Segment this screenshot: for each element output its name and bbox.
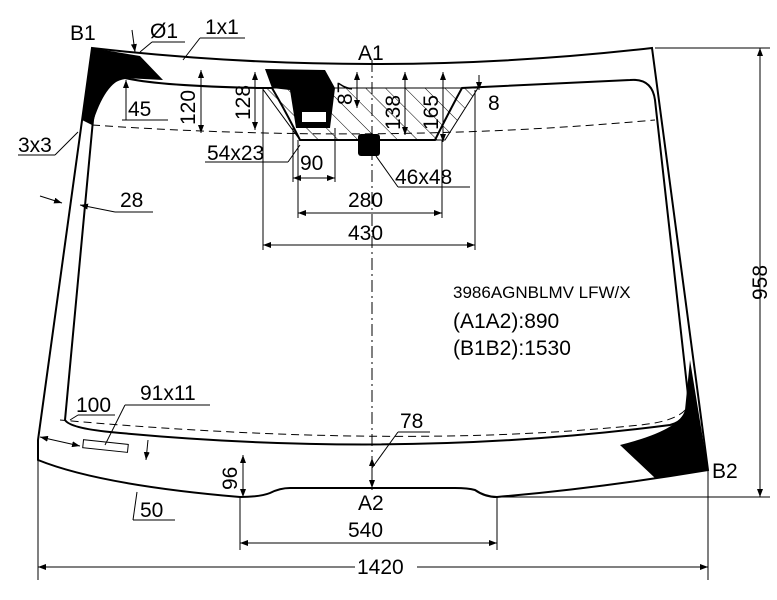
black-band-left bbox=[82, 48, 163, 125]
dim-958: 958 bbox=[749, 265, 772, 300]
dim-280: 280 bbox=[348, 189, 383, 212]
dim-430: 430 bbox=[348, 222, 383, 245]
dim-540: 540 bbox=[348, 519, 383, 542]
dim-91x11: 91x11 bbox=[140, 382, 196, 405]
sensor-block bbox=[358, 134, 380, 156]
dim-138: 138 bbox=[382, 95, 405, 130]
dim-3x3: 3x3 bbox=[18, 134, 52, 157]
vin-window bbox=[82, 439, 129, 453]
dimension-lines bbox=[18, 29, 770, 580]
black-band-right bbox=[620, 360, 708, 478]
dim-1420: 1420 bbox=[357, 556, 404, 579]
dim-100: 100 bbox=[76, 394, 111, 417]
dim-165: 165 bbox=[420, 95, 443, 130]
dim-96: 96 bbox=[219, 467, 242, 490]
b1b2-distance: (B1B2):1530 bbox=[453, 337, 571, 360]
point-b2: B2 bbox=[712, 460, 738, 483]
dim-corner: 1x1 bbox=[205, 16, 239, 39]
dim-128: 128 bbox=[232, 85, 255, 120]
dim-8: 8 bbox=[488, 92, 500, 115]
mirror-window bbox=[302, 112, 326, 122]
dim-78: 78 bbox=[400, 410, 423, 433]
dashed-edge bbox=[59, 119, 691, 437]
dim-46x48: 46x48 bbox=[395, 166, 452, 189]
a1a2-distance: (A1A2):890 bbox=[453, 310, 559, 333]
dim-45: 45 bbox=[128, 98, 151, 121]
dim-hole: Ø1 bbox=[150, 20, 178, 43]
point-a2: A2 bbox=[358, 492, 384, 515]
point-b1: B1 bbox=[70, 22, 96, 45]
dim-54x23: 54x23 bbox=[207, 142, 264, 165]
part-code: 3986AGNBLMV LFW/X bbox=[453, 283, 631, 302]
dim-120: 120 bbox=[177, 90, 200, 125]
glass-outline bbox=[37, 46, 710, 499]
dim-50: 50 bbox=[140, 499, 163, 522]
dim-90: 90 bbox=[300, 152, 323, 175]
dim-87: 87 bbox=[334, 82, 357, 105]
dim-28: 28 bbox=[120, 189, 143, 212]
point-a1: A1 bbox=[358, 42, 384, 65]
